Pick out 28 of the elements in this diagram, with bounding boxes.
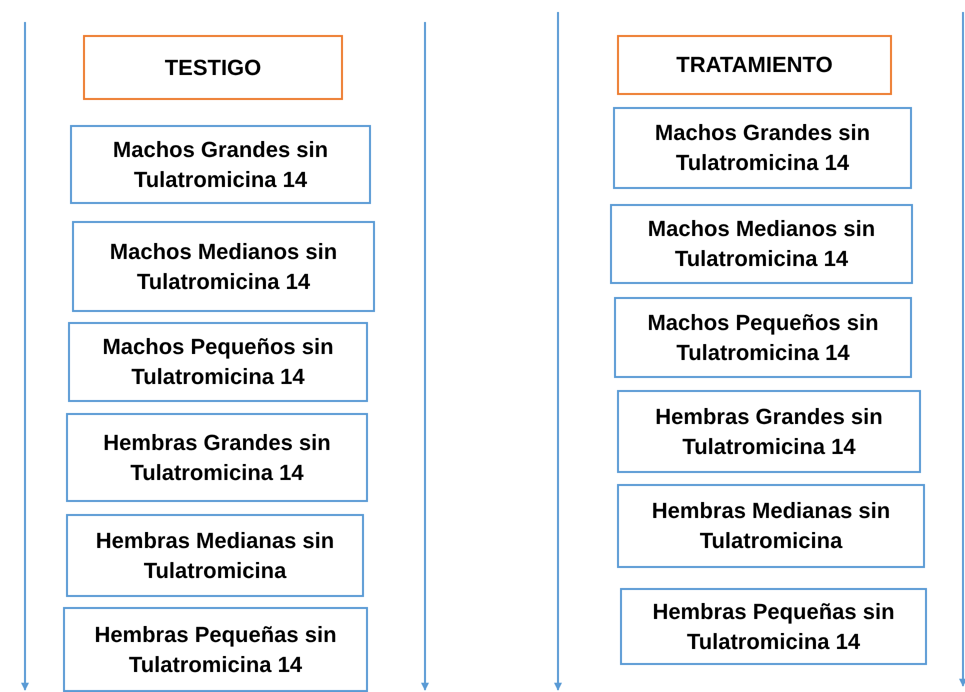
group-box	[72, 221, 375, 312]
group-box	[614, 297, 912, 378]
group-box	[610, 204, 913, 284]
group-box	[613, 107, 912, 189]
group-box	[66, 514, 364, 597]
group-label: Machos Grandes sin Tulatromicina 14	[112, 136, 330, 194]
group-label: Machos Pequeños sin Tulatromicina 14	[101, 333, 335, 391]
group-label: Hembras Pequeñas sin Tulatromicina 14	[651, 598, 896, 656]
group-label: Hembras Grandes sin Tulatromicina 14	[654, 402, 884, 460]
group-box	[70, 125, 371, 204]
group-box	[63, 607, 368, 692]
group-header-box	[83, 35, 343, 100]
group-label: Machos Medianos sin Tulatromicina 14	[108, 238, 338, 296]
group-box	[66, 413, 368, 502]
group-box	[617, 390, 921, 473]
group-box	[617, 484, 925, 568]
group-box	[620, 588, 927, 665]
group-title: TESTIGO	[164, 54, 262, 82]
group-header-box	[617, 35, 892, 95]
group-label: Machos Medianos sin Tulatromicina 14	[646, 215, 876, 273]
group-label: Hembras Medianas sin Tulatromicina	[94, 526, 336, 584]
group-box	[68, 322, 368, 402]
group-label: Hembras Grandes sin Tulatromicina 14	[102, 428, 332, 486]
group-label: Hembras Pequeñas sin Tulatromicina 14	[93, 620, 338, 678]
group-title: TRATAMIENTO	[675, 51, 834, 79]
group-label: Machos Pequeños sin Tulatromicina 14	[646, 308, 880, 366]
group-label: Hembras Medianas sin Tulatromicina	[650, 497, 892, 555]
group-label: Machos Grandes sin Tulatromicina 14	[654, 119, 872, 177]
